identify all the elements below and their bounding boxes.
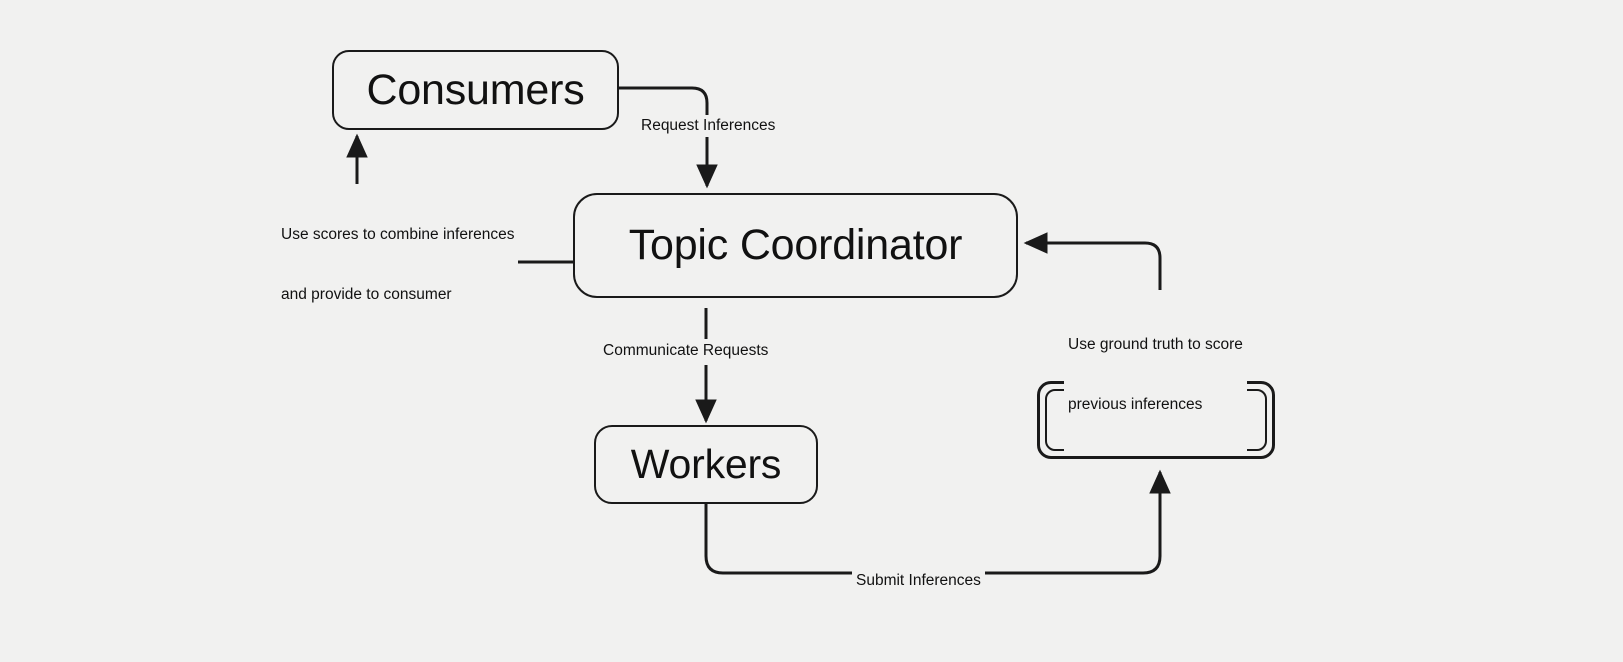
- edge-label-use-scores: Use scores to combine inferences and pro…: [277, 184, 519, 346]
- edge-label-use-ground-truth: Use ground truth to score previous infer…: [1064, 294, 1247, 456]
- edge-label-submit-inferences: Submit Inferences: [852, 570, 985, 592]
- node-workers-label: Workers: [630, 441, 782, 487]
- edge-label-use-ground-truth-line1: Use ground truth to score: [1068, 336, 1243, 353]
- node-topic-coordinator-label: Topic Coordinator: [628, 221, 963, 269]
- edge-label-use-scores-line1: Use scores to combine inferences: [281, 226, 515, 243]
- node-topic-coordinator[interactable]: Topic Coordinator: [573, 193, 1018, 298]
- connector-use-ground-truth-upper: [1023, 232, 1162, 290]
- edge-label-request-inferences: Request Inferences: [637, 115, 780, 137]
- edge-label-use-ground-truth-line2: previous inferences: [1068, 396, 1203, 413]
- node-workers[interactable]: Workers: [594, 425, 818, 504]
- connector-request-inferences: [619, 86, 718, 189]
- node-consumers[interactable]: Consumers: [332, 50, 619, 130]
- edge-label-use-scores-line2: and provide to consumer: [281, 286, 452, 303]
- edge-label-communicate-requests: Communicate Requests: [599, 340, 773, 362]
- node-consumers-label: Consumers: [366, 65, 585, 114]
